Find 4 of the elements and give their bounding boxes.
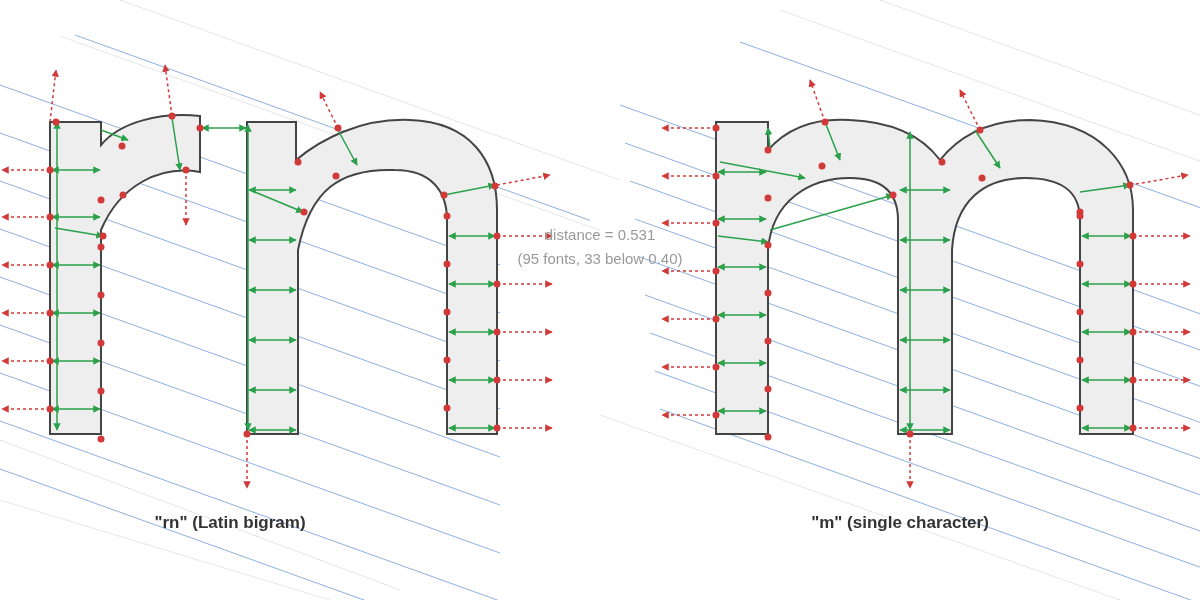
distance-text: distance = 0.531 (544, 226, 656, 243)
caption: "rn" (Latin bigram) (154, 513, 306, 533)
caption: "m" (single character) (811, 513, 989, 533)
summary-note: (95 fonts, 33 below 0.40) (517, 250, 683, 267)
